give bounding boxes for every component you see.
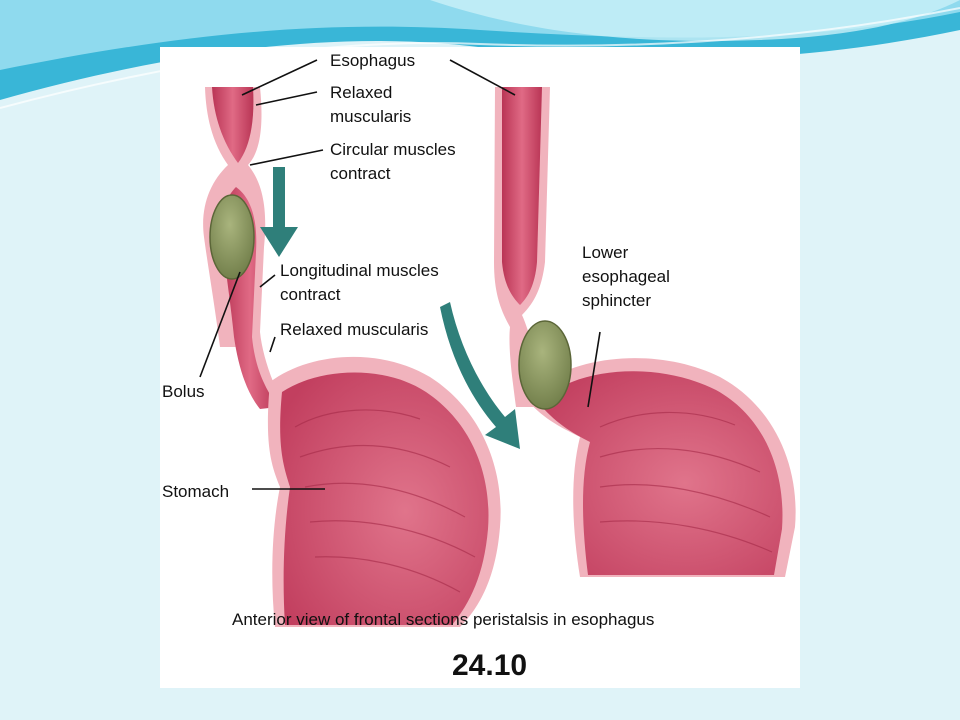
right-stomach-inner [538,371,783,575]
right-bolus [518,320,572,410]
label-relaxed-muscularis-1: Relaxed [330,83,392,102]
left-stomach-inner [280,372,489,625]
label-stomach: Stomach [162,482,229,501]
label-les-3: sphincter [582,291,651,310]
label-relaxed-muscularis-lower: Relaxed muscularis [280,320,428,339]
figure-number: 24.10 [452,649,527,682]
right-stomach-folds [599,411,773,553]
label-longitudinal-muscles-1: Longitudinal muscles [280,261,439,280]
label-circular-muscles-2: contract [330,164,391,183]
left-upper-tube [212,87,254,163]
label-les-1: Lower [582,243,629,262]
label-les-2: esophageal [582,267,670,286]
figure-caption: Anterior view of frontal sections perist… [232,610,654,629]
left-bolus [209,194,255,280]
label-circular-muscles-1: Circular muscles [330,140,456,159]
right-esophagus [494,87,570,407]
leader-lines [199,59,601,490]
label-bolus: Bolus [162,382,205,401]
figure-panel: Esophagus Relaxed muscularis Circular mu… [160,47,800,688]
label-esophagus: Esophagus [330,51,415,70]
label-relaxed-muscularis-2: muscularis [330,107,411,126]
label-longitudinal-muscles-2: contract [280,285,341,304]
header-wave-highlight [430,0,960,41]
curved-arrow-icon [440,302,520,449]
peristalsis-diagram: Esophagus Relaxed muscularis Circular mu… [162,51,796,682]
down-arrow-icon [260,167,298,257]
left-stomach-folds [294,409,476,593]
